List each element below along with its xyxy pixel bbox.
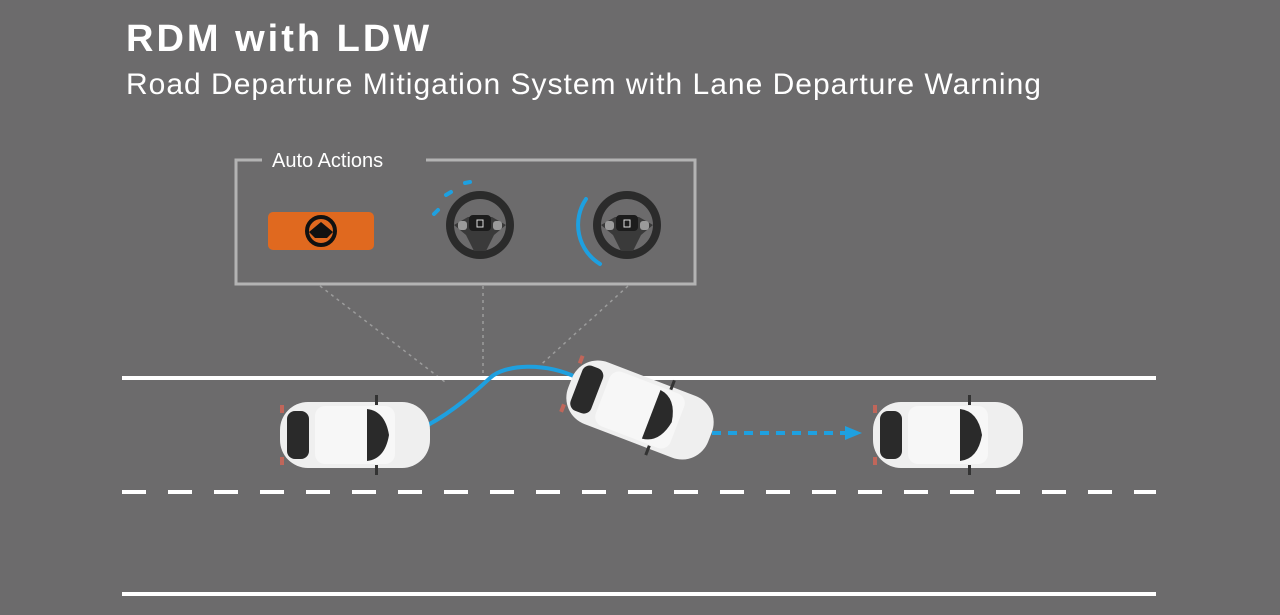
car-departing xyxy=(280,395,430,475)
rdm-warning-indicator-icon xyxy=(268,212,374,250)
car-in-lane xyxy=(873,395,1023,475)
departure-trajectory xyxy=(427,364,579,427)
car-correcting xyxy=(555,345,725,475)
auto-actions-label: Auto Actions xyxy=(272,150,384,172)
page-subtitle: Road Departure Mitigation System with La… xyxy=(126,68,1042,101)
auto-actions-panel xyxy=(234,158,697,286)
steering-wheel-assist-icon xyxy=(576,190,662,266)
arrow-head-icon xyxy=(845,426,862,440)
page-title: RDM with LDW xyxy=(126,18,433,60)
connector-lines xyxy=(319,285,629,383)
steering-wheel-vibration-icon xyxy=(432,180,515,260)
